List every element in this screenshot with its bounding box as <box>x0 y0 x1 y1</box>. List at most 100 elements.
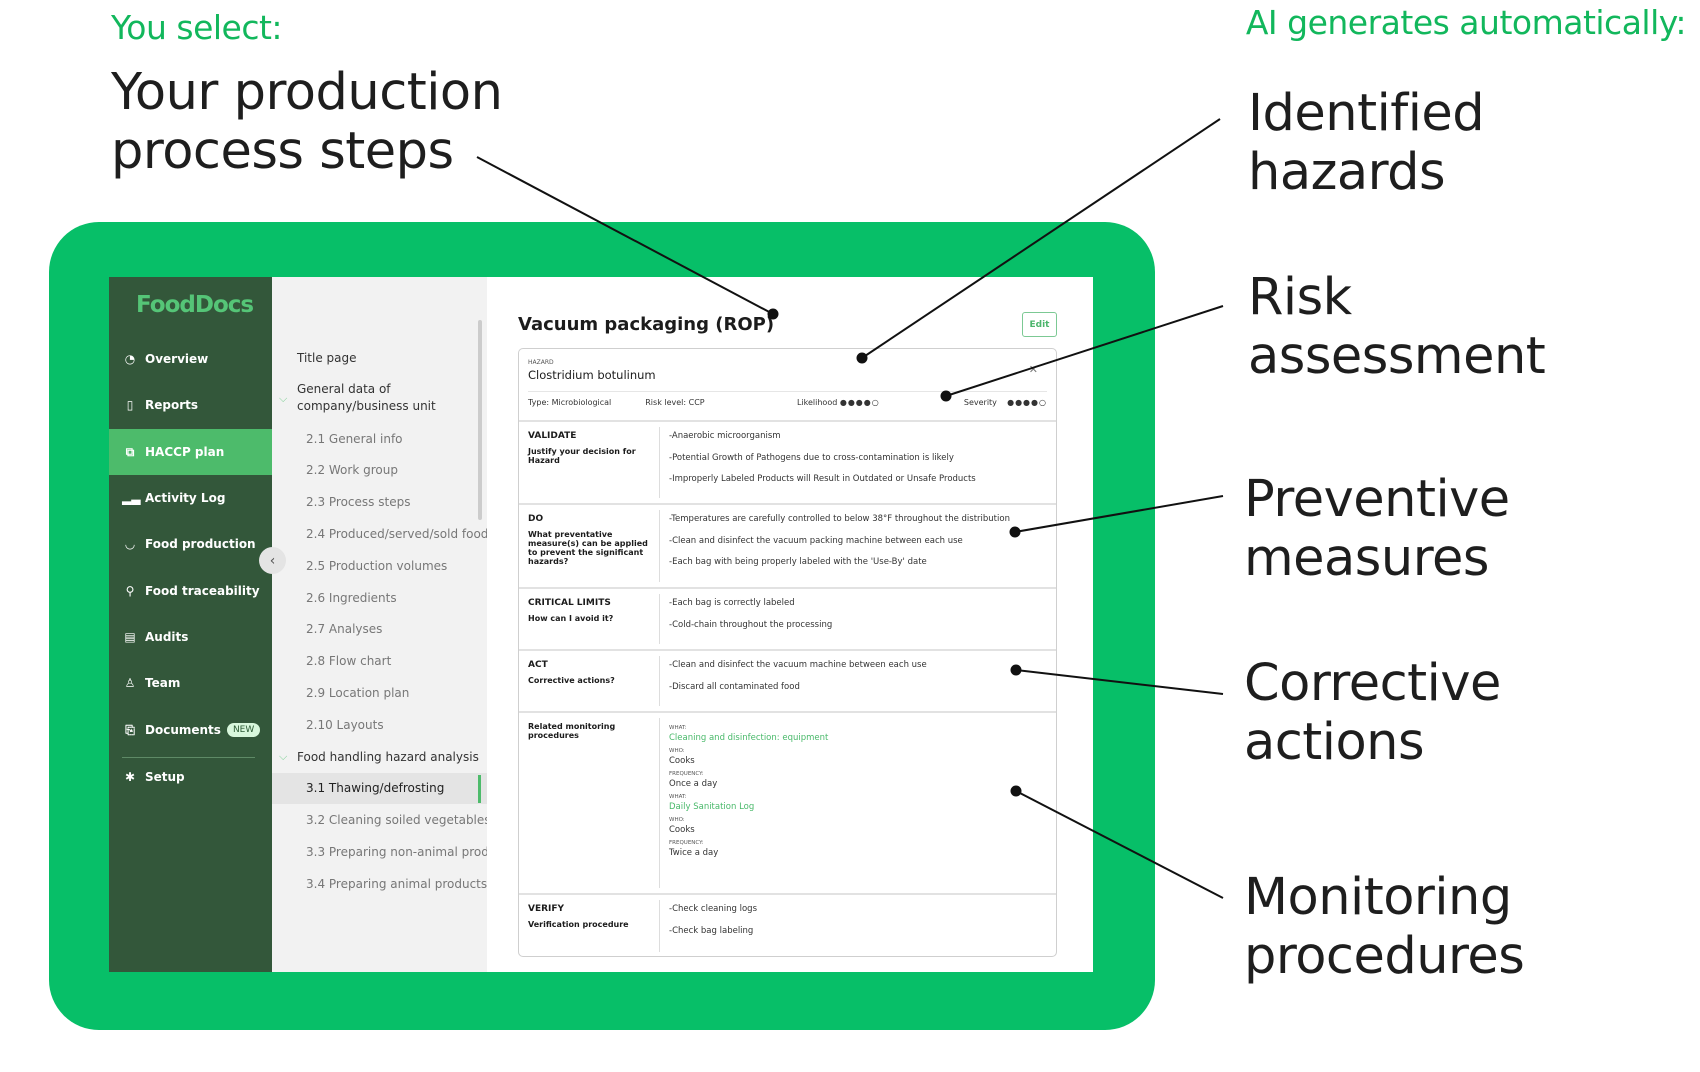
outline-item[interactable]: 2.4 Produced/served/sold food <box>306 527 487 542</box>
section-item: -Improperly Labeled Products will Result… <box>669 474 976 484</box>
nav-haccp-plan[interactable]: ⧉HACCP plan <box>109 429 272 475</box>
hazard-type: Type: Microbiological <box>528 398 612 407</box>
outline-section[interactable]: ⌵ Food handling hazard analysis <box>272 741 487 773</box>
page-title: Vacuum packaging (ROP) <box>518 314 775 335</box>
outline-item[interactable]: 3.2 Cleaning soiled vegetables <box>306 813 487 828</box>
callout-line <box>945 305 1224 397</box>
outline-item[interactable]: 2.2 Work group <box>306 463 398 478</box>
nav-audits[interactable]: ▤ Audits <box>109 614 272 660</box>
chevron-down-icon: ⌵ <box>279 749 288 763</box>
clipboard-icon: ▤ <box>124 630 136 644</box>
nav-setup[interactable]: ✱ Setup <box>109 754 272 800</box>
bowl-icon: ◡ <box>125 537 135 551</box>
nav-label: Documents <box>145 723 221 737</box>
section-title: VERIFY <box>528 904 565 914</box>
section-subtitle: What preventative measure(s) can be appl… <box>528 530 648 566</box>
hazard-name: Clostridium botulinum <box>528 368 656 382</box>
callout-dot <box>1010 785 1022 797</box>
outline-item-selected[interactable]: 3.1 Thawing/defrosting <box>272 772 487 805</box>
section-item: -Check cleaning logs <box>669 904 758 914</box>
section-item: -Anaerobic microorganism <box>669 431 781 441</box>
nav-food-traceability[interactable]: ⚲ Food traceability <box>109 568 272 614</box>
logo: FoodDocs <box>136 292 254 318</box>
chevron-left-icon: ‹ <box>269 552 276 569</box>
user-icon: ♙ <box>124 676 136 690</box>
sidebar: FoodDocs ◔Overview ▯Reports ⧉HACCP plan … <box>109 277 272 972</box>
nav-reports[interactable]: ▯ Reports <box>109 382 272 428</box>
risk-level: Risk level: CCP <box>645 398 705 407</box>
outline-item[interactable]: 2.10 Layouts <box>306 717 384 732</box>
document-outline: Title page ⌵ General data of company/busi… <box>272 277 487 972</box>
ai-generates-label: AI generates automatically: <box>1245 3 1687 42</box>
outline-item[interactable]: 3.3 Preparing non-animal prod... <box>306 845 487 860</box>
callout-line <box>1015 669 1224 695</box>
hazard-label: HAZARD <box>528 359 554 366</box>
hazard-card: HAZARD Clostridium botulinum ✕ Type: Mic… <box>518 348 1057 957</box>
callout-line <box>476 156 774 315</box>
nav-label: Food traceability <box>145 584 260 598</box>
report-icon: ▯ <box>126 398 134 412</box>
section-subtitle: Justify your decision for Hazard <box>528 447 636 465</box>
nav-label: Setup <box>145 770 185 784</box>
callout-line <box>861 118 1221 359</box>
section-monitoring: Related monitoring procedures WHAT:Clean… <box>519 713 1056 895</box>
callout-line <box>1015 790 1224 899</box>
nav-label: Audits <box>145 630 189 644</box>
outline-item[interactable]: Title page <box>297 350 357 365</box>
section-item: -Each bag is correctly labeled <box>669 598 795 608</box>
outline-item[interactable]: 3.4 Preparing animal products... <box>306 876 487 891</box>
collapse-sidebar-button[interactable]: ‹ <box>259 547 286 574</box>
nav-team[interactable]: ♙ Team <box>109 660 272 706</box>
section-subtitle: How can I avoid it? <box>528 614 614 623</box>
outline-label: Food handling hazard analysis <box>297 749 479 764</box>
nav-label: Overview <box>145 352 209 366</box>
outline-item[interactable]: 2.7 Analyses <box>306 622 383 637</box>
close-icon[interactable]: ✕ <box>1028 363 1038 376</box>
monitoring-link[interactable]: Cleaning and disinfection: equipment <box>669 733 829 743</box>
nav-overview[interactable]: ◔Overview <box>109 336 272 382</box>
callout-dot <box>1009 526 1021 538</box>
hazard-header: HAZARD Clostridium botulinum ✕ Type: Mic… <box>519 349 1056 422</box>
edit-button[interactable]: Edit <box>1022 312 1057 337</box>
section-item: -Cold-chain throughout the processing <box>669 619 833 630</box>
you-select-label: You select: <box>111 8 283 47</box>
callout-line <box>1014 495 1224 533</box>
outline-item[interactable]: 2.8 Flow chart <box>306 654 392 669</box>
scrollbar[interactable] <box>478 320 482 520</box>
outline-section[interactable]: ⌵ General data of company/business unit <box>272 374 487 423</box>
outline-item[interactable]: 2.5 Production volumes <box>306 558 448 573</box>
outline-item[interactable]: 2.9 Location plan <box>306 686 410 701</box>
outline-item[interactable]: 2.3 Process steps <box>306 495 411 510</box>
nav-activity-log[interactable]: ▂▃Activity Log <box>109 475 272 521</box>
monitoring-link[interactable]: Daily Sanitation Log <box>669 802 755 812</box>
book-icon: ⧉ <box>125 444 135 459</box>
outline-item[interactable]: 2.6 Ingredients <box>306 590 397 605</box>
nav-label: Team <box>145 676 181 690</box>
section-item: -Potential Growth of Pathogens due to cr… <box>669 452 954 463</box>
outline-label: General data of company/business unit <box>297 382 436 414</box>
chevron-down-icon: ⌵ <box>279 391 288 405</box>
nav-label: Reports <box>145 398 199 412</box>
section-title: VALIDATE <box>528 431 577 441</box>
section-verify: VERIFY Verification procedure -Check clean… <box>519 895 1056 956</box>
nav-label: Food production <box>145 537 256 551</box>
search-icon: ⚲ <box>125 584 135 598</box>
outline-item[interactable]: 2.1 General info <box>306 431 403 446</box>
section-item: -Discard all contaminated food <box>669 681 800 692</box>
section-subtitle: Verification procedure <box>528 920 629 929</box>
callout-dot <box>856 352 868 364</box>
nav-food-production[interactable]: ◡ Food production <box>109 521 272 567</box>
documents-icon: ⎘ <box>125 722 135 737</box>
section-item: -Clean and disinfect the vacuum machine … <box>669 660 927 670</box>
severity: Severity ●●●●○ <box>963 398 1047 407</box>
section-item: -Check bag labeling <box>669 925 754 936</box>
gear-icon: ✱ <box>124 770 136 784</box>
